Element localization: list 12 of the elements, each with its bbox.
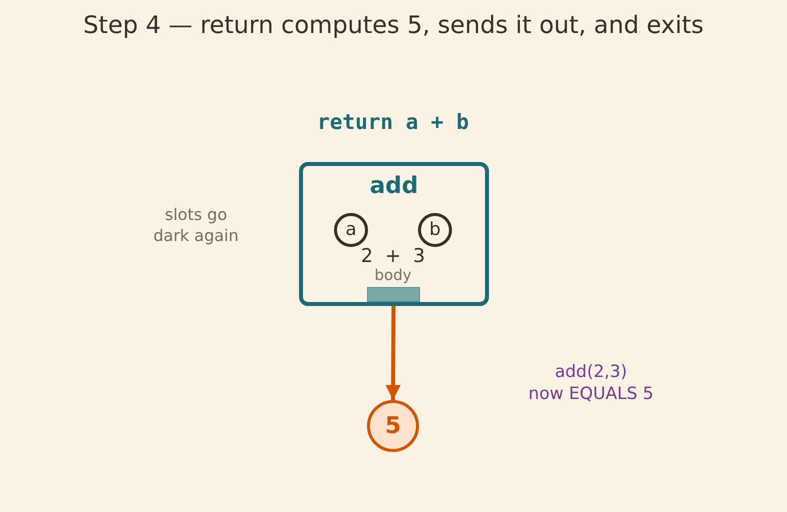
parameter-name: b [429, 221, 441, 239]
expression-text: 2 + 3 [360, 246, 426, 266]
diagram-title: Step 4 — return computes 5, sends it out, and exits [83, 10, 704, 41]
annotation-text: add(2,3) now EQUALS 5 [528, 361, 654, 405]
result-value: 5 [384, 414, 401, 438]
output-slot [367, 287, 420, 302]
code-line: return a + b [317, 109, 469, 136]
annotation-text: slots go dark again [153, 204, 239, 246]
function-box [299, 162, 489, 306]
function-name: add [370, 172, 418, 200]
parameter-name: a [345, 221, 357, 239]
body-label: body [374, 267, 412, 284]
